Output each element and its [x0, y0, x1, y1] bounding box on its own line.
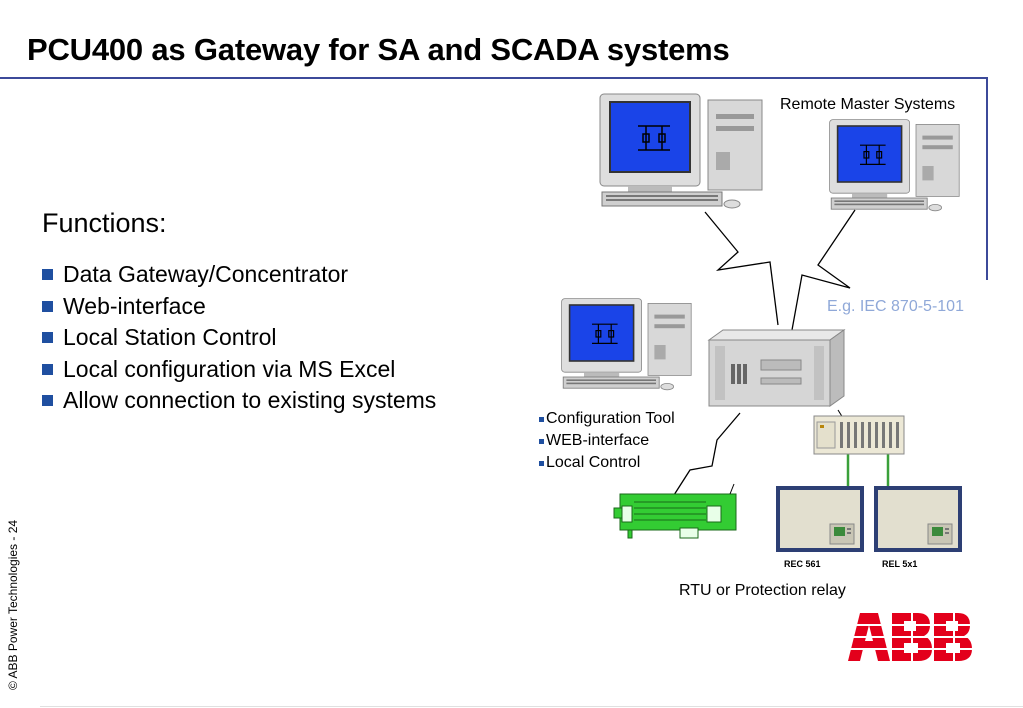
function-label: Local configuration via MS Excel: [63, 355, 396, 382]
list-item: Local Station Control: [42, 322, 436, 354]
list-item: Local Control: [539, 452, 675, 474]
relay-model-label: REL 5x1: [882, 559, 918, 569]
local-workstation-icon: [561, 298, 692, 391]
bullet-icon: [539, 460, 544, 466]
function-label: Local Station Control: [63, 324, 277, 351]
list-item: Local configuration via MS Excel: [42, 354, 436, 386]
bullet-icon: [42, 363, 53, 375]
function-label: Data Gateway/Concentrator: [63, 261, 349, 288]
bullet-icon: [42, 395, 53, 407]
protocol-label: E.g. IEC 870-5-101: [827, 298, 964, 315]
remote-workstation-2-icon: [829, 119, 960, 212]
functions-list: Data Gateway/Concentrator Web-interface …: [42, 259, 436, 417]
rtu-icon: [613, 483, 737, 539]
list-item: Data Gateway/Concentrator: [42, 259, 436, 291]
bullet-icon: [42, 300, 53, 312]
gateway-icon: [707, 329, 846, 407]
local-tools-list: Configuration Tool WEB-interface Local C…: [539, 408, 675, 474]
abb-logo: [848, 613, 972, 661]
list-item: Configuration Tool: [539, 408, 675, 430]
bullet-icon: [42, 269, 53, 281]
header-rule: [0, 77, 988, 79]
copyright-footer: © ABB Power Technologies - 24: [6, 519, 20, 690]
functions-heading: Functions:: [42, 208, 167, 238]
side-rule: [986, 77, 988, 280]
tool-label: Configuration Tool: [546, 410, 675, 427]
list-item: Allow connection to existing systems: [42, 385, 436, 417]
bullet-icon: [539, 416, 544, 422]
bullet-icon: [539, 438, 544, 444]
function-label: Web-interface: [63, 292, 206, 319]
footer-rule: [40, 706, 1023, 707]
remote-workstation-1-icon: [599, 93, 763, 209]
page-title: PCU400 as Gateway for SA and SCADA syste…: [27, 32, 730, 67]
relay-icon: [874, 486, 962, 552]
function-label: Allow connection to existing systems: [63, 387, 437, 414]
relay-icon: [776, 486, 864, 552]
tool-label: WEB-interface: [546, 432, 650, 449]
list-item: Web-interface: [42, 291, 436, 323]
remote-master-label: Remote Master Systems: [780, 96, 956, 113]
rtu-relay-label: RTU or Protection relay: [679, 582, 846, 599]
bullet-icon: [42, 332, 53, 344]
bay-controller-icon: [813, 415, 905, 455]
tool-label: Local Control: [546, 454, 641, 471]
relay-model-label: REC 561: [784, 559, 821, 569]
list-item: WEB-interface: [539, 430, 675, 452]
